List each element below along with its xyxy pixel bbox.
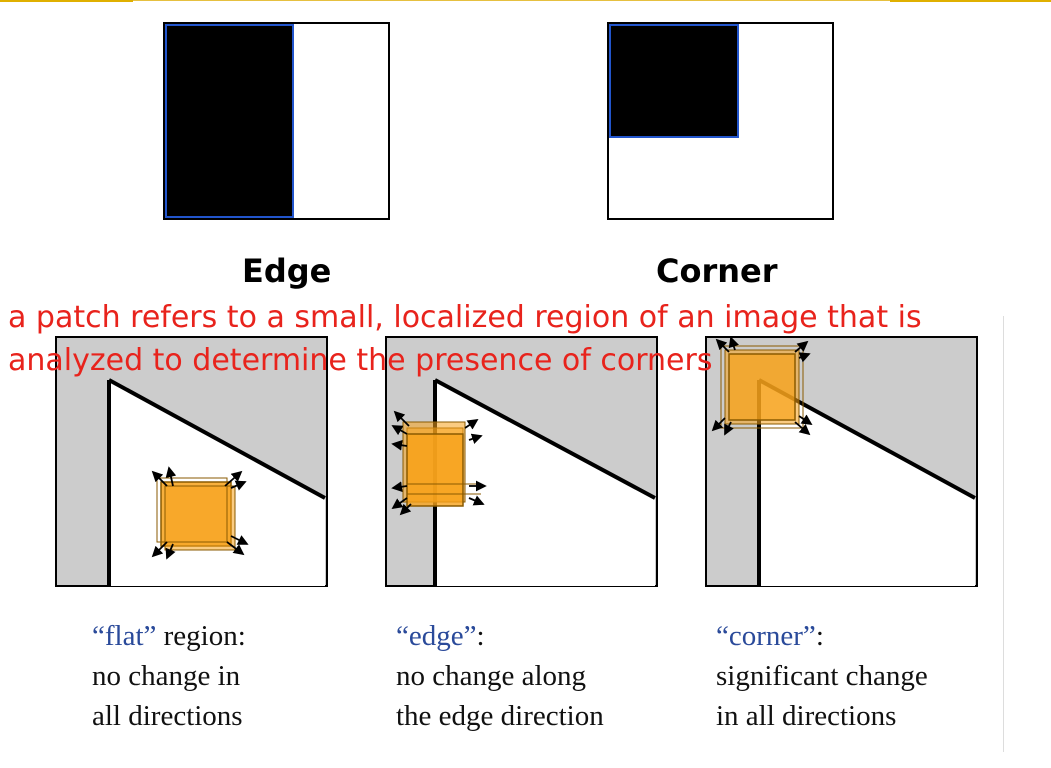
edge-caption: “edge”: no change along the edge directi… xyxy=(396,616,604,736)
shift-arrows xyxy=(711,336,813,436)
corner-illustration xyxy=(607,22,834,220)
white-region xyxy=(435,380,655,586)
corner-caption-quote: “corner” xyxy=(716,620,816,652)
flat-caption-line-2: no change in xyxy=(92,660,241,692)
flat-caption-quote: “flat” xyxy=(92,620,157,652)
patch-window xyxy=(156,477,236,551)
edge-caption-quote-rest: : xyxy=(476,620,485,652)
diagonal-edge-line xyxy=(108,378,326,500)
top-accent-line-left xyxy=(0,0,133,2)
white-region xyxy=(759,380,975,586)
edge-illustration xyxy=(163,22,390,220)
edge-region-panel xyxy=(385,336,658,587)
corner-caption-quote-rest: : xyxy=(815,620,824,652)
top-accent-line-right xyxy=(890,0,1051,2)
annotation-line-2: analyzed to determine the presence of co… xyxy=(8,343,713,378)
patch-window xyxy=(402,421,481,507)
annotation-line-1: a patch refers to a small, localized reg… xyxy=(8,300,922,335)
diagonal-edge-line xyxy=(434,378,656,500)
corner-label: Corner xyxy=(656,252,778,290)
top-accent-line-center xyxy=(133,0,890,1)
flat-caption-quote-rest: region: xyxy=(156,620,246,652)
flat-caption: “flat” region: no change in all directio… xyxy=(92,616,246,736)
edge-black-half xyxy=(165,24,294,218)
corner-caption-line-2: significant change xyxy=(716,660,928,692)
shift-arrows xyxy=(391,410,487,516)
edge-caption-quote: “edge” xyxy=(396,620,477,652)
corner-black-quadrant xyxy=(609,24,739,138)
edge-caption-line-3: the edge direction xyxy=(396,700,604,732)
edge-caption-line-2: no change along xyxy=(396,660,587,692)
shift-arrows xyxy=(151,466,249,560)
right-divider xyxy=(1003,316,1004,752)
flat-region-panel xyxy=(55,336,328,587)
edge-label: Edge xyxy=(242,252,332,290)
flat-caption-line-3: all directions xyxy=(92,700,243,732)
corner-caption-line-3: in all directions xyxy=(716,700,897,732)
patch-window xyxy=(720,345,804,429)
patch-annotation: a patch refers to a small, localized reg… xyxy=(8,296,968,382)
corner-region-panel xyxy=(705,336,978,587)
corner-caption: “corner”: significant change in all dire… xyxy=(716,616,928,736)
